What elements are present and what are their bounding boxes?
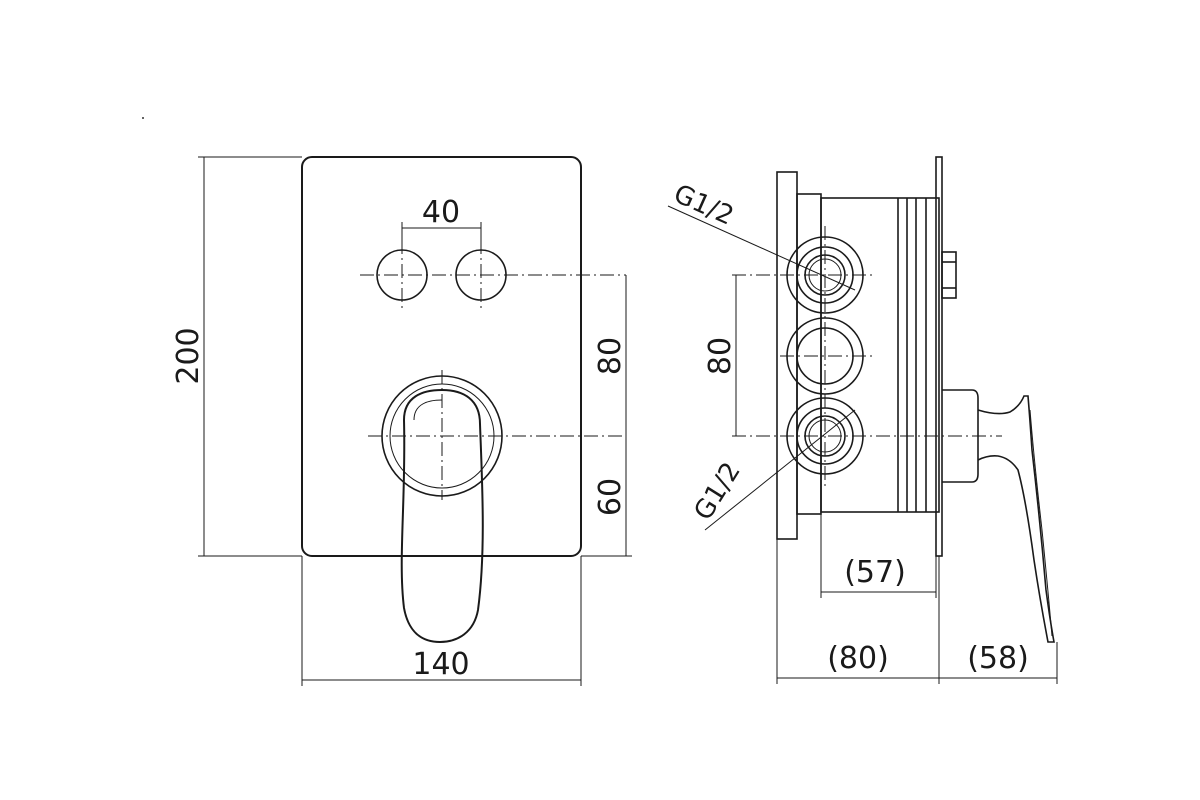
handle-base-side bbox=[942, 389, 979, 483]
handle-stem-side bbox=[977, 395, 1055, 643]
side-view: 80 G1/2 G1/2 (57) (80) (58) bbox=[667, 156, 1058, 684]
dim-80-label-depth: (80) bbox=[827, 641, 889, 676]
thread-bottom-label: G1/2 bbox=[688, 457, 746, 525]
handle-lever-highlight bbox=[413, 399, 443, 421]
thread-bottom-leader bbox=[704, 409, 856, 531]
dim-58-label: (58) bbox=[967, 641, 1029, 676]
dim-40-label: 40 bbox=[422, 195, 460, 230]
handle-lever-front bbox=[400, 388, 484, 644]
dim-140-label: 140 bbox=[412, 647, 469, 682]
dim-80-label-front: 80 bbox=[593, 337, 628, 375]
dim-80-label-side: 80 bbox=[703, 337, 738, 375]
thread-top-leader bbox=[667, 205, 856, 291]
stray-dot bbox=[142, 117, 144, 119]
dim-200-label: 200 bbox=[171, 327, 206, 384]
front-view: 40 200 80 60 140 bbox=[171, 156, 632, 686]
button-knob-side bbox=[941, 251, 957, 299]
dim-60-label: 60 bbox=[593, 478, 628, 516]
handle-lever-side-inner bbox=[1029, 409, 1053, 637]
valve-body bbox=[820, 197, 940, 513]
dim-57-label: (57) bbox=[844, 555, 906, 590]
thread-top-label: G1/2 bbox=[669, 179, 738, 232]
cover-plate bbox=[301, 156, 582, 557]
